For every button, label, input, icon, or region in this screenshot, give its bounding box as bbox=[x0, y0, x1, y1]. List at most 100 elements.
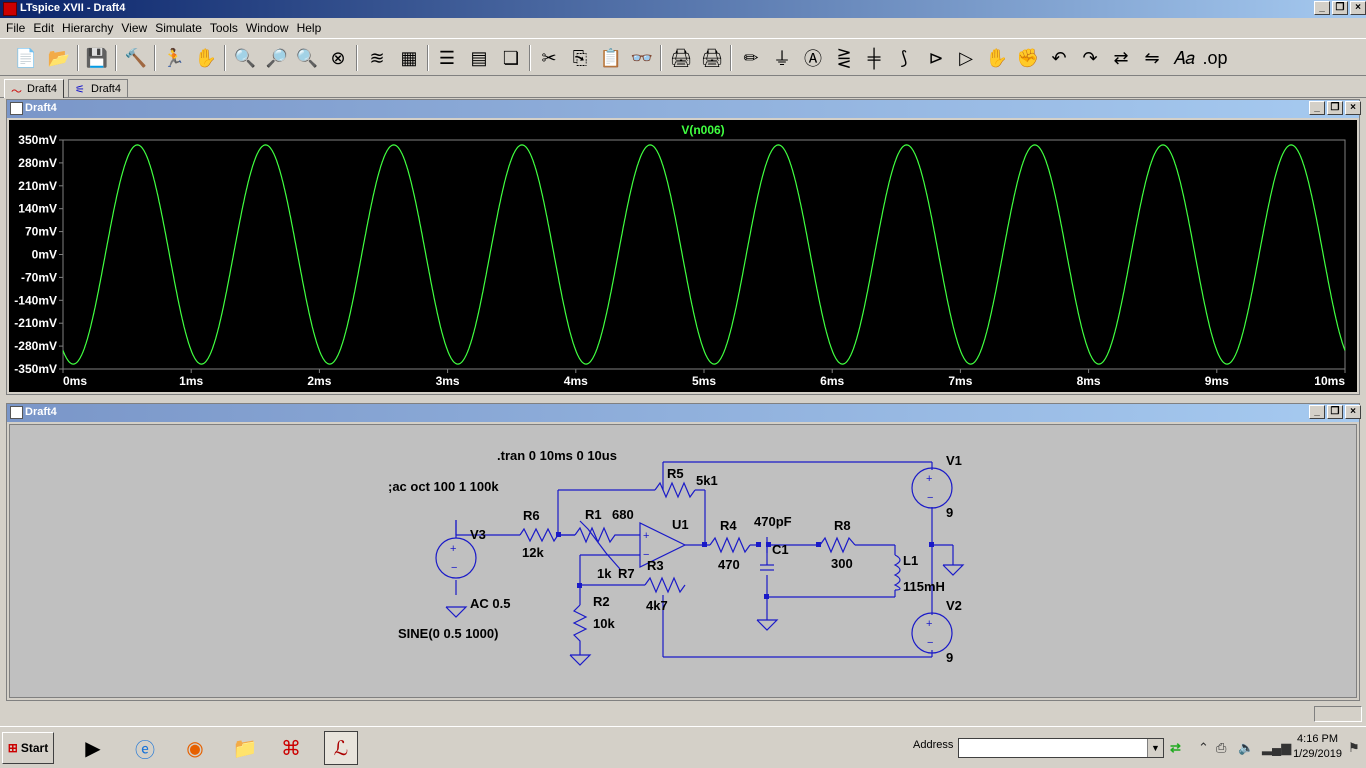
close-button[interactable]: × bbox=[1350, 1, 1366, 15]
firefox-icon[interactable]: ◉ bbox=[186, 737, 204, 760]
r1-label[interactable]: R1 bbox=[585, 507, 602, 522]
r1-value[interactable]: 680 bbox=[612, 507, 634, 522]
mirror-icon[interactable]: ⇋ bbox=[1144, 47, 1160, 68]
tile-horizontal-icon[interactable]: ☰ bbox=[438, 47, 456, 68]
schematic-close-button[interactable]: × bbox=[1345, 405, 1361, 419]
run-icon[interactable]: 🏃 bbox=[162, 47, 186, 68]
r5-label[interactable]: R5 bbox=[667, 466, 684, 481]
r8-value[interactable]: 300 bbox=[831, 556, 853, 571]
zoom-fit-icon[interactable]: ⊗ bbox=[330, 47, 346, 68]
schematic-minimize-button[interactable]: _ bbox=[1309, 405, 1325, 419]
ltspice-taskbar-icon[interactable]: ℒ bbox=[324, 731, 358, 765]
start-button[interactable]: ⊞ Start bbox=[2, 732, 54, 764]
r2-label[interactable]: R2 bbox=[593, 594, 610, 609]
v3-ac-value[interactable]: AC 0.5 bbox=[470, 596, 510, 611]
autorange-icon[interactable]: ≋ bbox=[369, 47, 385, 68]
find-icon[interactable]: 👓 bbox=[630, 47, 654, 68]
media-player-icon[interactable]: ▶ bbox=[85, 737, 101, 760]
menu-hierarchy[interactable]: Hierarchy bbox=[62, 21, 114, 35]
trace-v-n006[interactable] bbox=[62, 144, 1346, 365]
acrobat-icon[interactable]: ⌘ bbox=[281, 737, 301, 760]
v1-label[interactable]: V1 bbox=[946, 453, 962, 468]
plot-restore-button[interactable]: ❐ bbox=[1327, 101, 1343, 115]
menu-view[interactable]: View bbox=[121, 21, 148, 35]
text-icon[interactable]: 𝐴𝑎 bbox=[1173, 47, 1195, 68]
inductor-icon[interactable]: ⟆ bbox=[900, 47, 908, 68]
menu-edit[interactable]: Edit bbox=[33, 21, 55, 35]
v3-label[interactable]: V3 bbox=[470, 527, 486, 542]
tile-vertical-icon[interactable]: ▤ bbox=[470, 47, 488, 68]
internet-explorer-icon[interactable]: ⓔ bbox=[135, 739, 155, 762]
grid-icon[interactable]: ▦ bbox=[400, 47, 418, 68]
spice-directive-icon[interactable]: .op bbox=[1202, 47, 1228, 68]
system-clock[interactable]: 4:16 PM 1/29/2019 bbox=[1293, 732, 1342, 762]
cut-icon[interactable]: ✂ bbox=[541, 47, 557, 68]
undo-icon[interactable]: ↶ bbox=[1051, 47, 1067, 68]
resistor-icon[interactable]: ⋛ bbox=[836, 47, 852, 68]
r8-label[interactable]: R8 bbox=[834, 518, 851, 533]
r3-value[interactable]: 4k7 bbox=[646, 598, 668, 613]
tab-draft4-waveform[interactable]: 〜 Draft4 bbox=[4, 79, 64, 98]
ground-icon[interactable]: ⏚ bbox=[773, 49, 791, 69]
r3-label[interactable]: R3 bbox=[647, 558, 664, 573]
print-icon[interactable]: 🖨 bbox=[669, 47, 693, 68]
u1-label[interactable]: U1 bbox=[672, 517, 689, 532]
volume-icon[interactable]: 🔈 bbox=[1238, 740, 1255, 755]
ac-directive-comment[interactable]: ;ac oct 100 1 100k bbox=[388, 479, 499, 494]
menu-simulate[interactable]: Simulate bbox=[155, 21, 202, 35]
r6-label[interactable]: R6 bbox=[523, 508, 540, 523]
zoom-pan-icon[interactable]: 🔎 bbox=[265, 47, 289, 68]
control-panel-icon[interactable]: 🔨 bbox=[124, 47, 148, 68]
menu-window[interactable]: Window bbox=[245, 21, 289, 35]
l1-value[interactable]: 115mH bbox=[903, 579, 945, 594]
go-arrow-icon[interactable]: ⇄ bbox=[1170, 740, 1181, 755]
v3-sine-value[interactable]: SINE(0 0.5 1000) bbox=[398, 626, 498, 641]
v2-label[interactable]: V2 bbox=[946, 598, 962, 613]
cascade-icon[interactable]: ❏ bbox=[502, 47, 520, 68]
label-net-icon[interactable]: Ⓐ bbox=[804, 49, 822, 69]
paste-icon[interactable]: 📋 bbox=[599, 47, 623, 68]
copy-icon[interactable]: ⎘ bbox=[572, 47, 588, 68]
menu-file[interactable]: File bbox=[6, 21, 26, 35]
tab-draft4-schematic[interactable]: ⚟ Draft4 bbox=[68, 79, 128, 98]
minimize-button[interactable]: _ bbox=[1314, 1, 1330, 15]
schematic-canvas[interactable]: .tran 0 10ms 0 10us ;ac oct 100 1 100k A… bbox=[9, 424, 1357, 698]
notification-flag-icon[interactable]: ⚑ bbox=[1348, 740, 1360, 755]
c1-value[interactable]: 470pF bbox=[754, 514, 792, 529]
address-input[interactable]: ▼ bbox=[958, 738, 1164, 758]
capacitor-icon[interactable]: ╪ bbox=[867, 47, 881, 68]
r2-value[interactable]: 10k bbox=[593, 616, 615, 631]
schematic-restore-button[interactable]: ❐ bbox=[1327, 405, 1343, 419]
menu-help[interactable]: Help bbox=[296, 21, 322, 35]
menu-tools[interactable]: Tools bbox=[209, 21, 238, 35]
draw-wire-icon[interactable]: ✏ bbox=[743, 47, 759, 68]
tran-directive[interactable]: .tran 0 10ms 0 10us bbox=[497, 448, 617, 463]
signal-icon[interactable]: ▂▄▆ bbox=[1262, 740, 1292, 755]
r7-label[interactable]: R7 bbox=[618, 566, 635, 581]
r4-label[interactable]: R4 bbox=[720, 518, 737, 533]
v1-value[interactable]: 9 bbox=[946, 505, 953, 520]
zoom-in-icon[interactable]: 🔍 bbox=[233, 47, 257, 68]
new-schematic-icon[interactable]: 📄 bbox=[14, 47, 38, 68]
diode-icon[interactable]: ⊳ bbox=[928, 47, 944, 68]
component-icon[interactable]: ▷ bbox=[959, 47, 973, 68]
trace-label[interactable]: V(n006) bbox=[681, 123, 724, 137]
save-icon[interactable]: 💾 bbox=[85, 47, 109, 68]
rotate-icon[interactable]: ⇄ bbox=[1113, 47, 1129, 68]
l1-label[interactable]: L1 bbox=[903, 553, 918, 568]
c1-label[interactable]: C1 bbox=[772, 542, 789, 557]
halt-hand-icon[interactable]: ✋ bbox=[194, 47, 218, 68]
file-explorer-icon[interactable]: 📁 bbox=[232, 737, 258, 760]
r4-value[interactable]: 470 bbox=[718, 557, 740, 572]
open-folder-icon[interactable]: 📂 bbox=[47, 47, 71, 68]
network-device-icon[interactable]: ⎙ bbox=[1216, 740, 1227, 755]
r6-value[interactable]: 12k bbox=[522, 545, 544, 560]
show-hidden-icons-icon[interactable]: ⌃ bbox=[1198, 740, 1209, 755]
r5-value[interactable]: 5k1 bbox=[696, 473, 718, 488]
waveform-chart[interactable]: V(n006) 350mV280mV210mV140mV70mV0mV-70mV… bbox=[9, 120, 1359, 394]
zoom-out-icon[interactable]: 🔍 bbox=[295, 47, 319, 68]
plot-close-button[interactable]: × bbox=[1345, 101, 1361, 115]
address-dropdown-icon[interactable]: ▼ bbox=[1147, 739, 1163, 757]
restore-button[interactable]: ❐ bbox=[1332, 1, 1348, 15]
